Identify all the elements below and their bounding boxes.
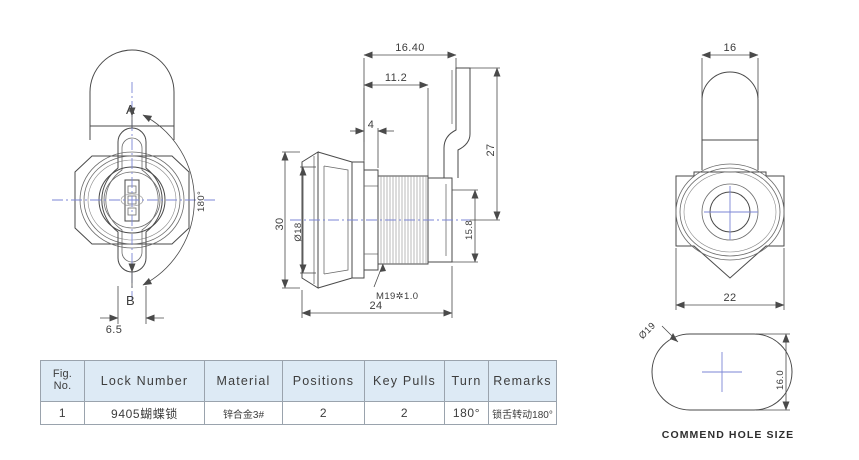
label-a: A [126, 102, 135, 117]
th-fig-no-line1: Fig. [52, 368, 73, 381]
dim-front-angle: 180° [196, 191, 207, 212]
cell-fig-no: 1 [40, 401, 85, 425]
callout-thread: M19✲1.0 [376, 291, 418, 302]
dim-section-1640: 16.40 [395, 42, 425, 54]
dim-section-24: 24 [369, 300, 382, 312]
dim-section-27: 27 [485, 143, 497, 156]
dim-section-158: 15.8 [464, 220, 475, 240]
label-b: B [126, 293, 135, 308]
th-key-pulls: Key Pulls [364, 360, 445, 402]
cell-positions: 2 [282, 401, 365, 425]
section-view: 16.40 11.2 4 27 15.8 [274, 42, 501, 318]
th-remarks: Remarks [488, 360, 557, 402]
dim-rear-22: 22 [723, 292, 736, 304]
mounting-hole-view: Ø19 16.0 COMMEND HOLE SIZE [637, 320, 794, 441]
cell-remarks: 锁舌转动180° [488, 401, 557, 425]
dim-front-65: 6.5 [106, 324, 123, 336]
dim-section-4: 4 [368, 119, 375, 131]
th-fig-no-line2: No. [53, 380, 72, 392]
th-material: Material [204, 360, 283, 402]
dim-section-112: 11.2 [385, 72, 407, 84]
dim-hole-d19: Ø19 [637, 320, 658, 341]
table-header-row: Fig. No. Lock Number Material Positions … [40, 360, 557, 402]
dim-section-30: 30 [274, 217, 286, 230]
dim-section-d18: Ø18 [293, 222, 304, 241]
cell-key-pulls: 2 [364, 401, 445, 425]
th-turn: Turn [444, 360, 489, 402]
cell-turn: 180° [444, 401, 489, 425]
cell-material: 锌合金3# [204, 401, 283, 425]
dim-rear-16: 16 [723, 42, 736, 54]
rear-view: 16 22 [675, 42, 785, 310]
th-positions: Positions [282, 360, 365, 402]
hole-view-caption: COMMEND HOLE SIZE [662, 429, 794, 441]
specification-table: Fig. No. Lock Number Material Positions … [40, 360, 557, 425]
table-row: 1 9405蝴蝶锁 锌合金3# 2 2 180° 锁舌转动180° [40, 401, 557, 425]
front-view: 180° A B 6.5 [52, 49, 216, 336]
th-lock-number: Lock Number [84, 360, 205, 402]
th-fig-no: Fig. No. [40, 360, 85, 402]
cell-lock-number: 9405蝴蝶锁 [84, 401, 205, 425]
dim-hole-160: 16.0 [775, 370, 786, 390]
